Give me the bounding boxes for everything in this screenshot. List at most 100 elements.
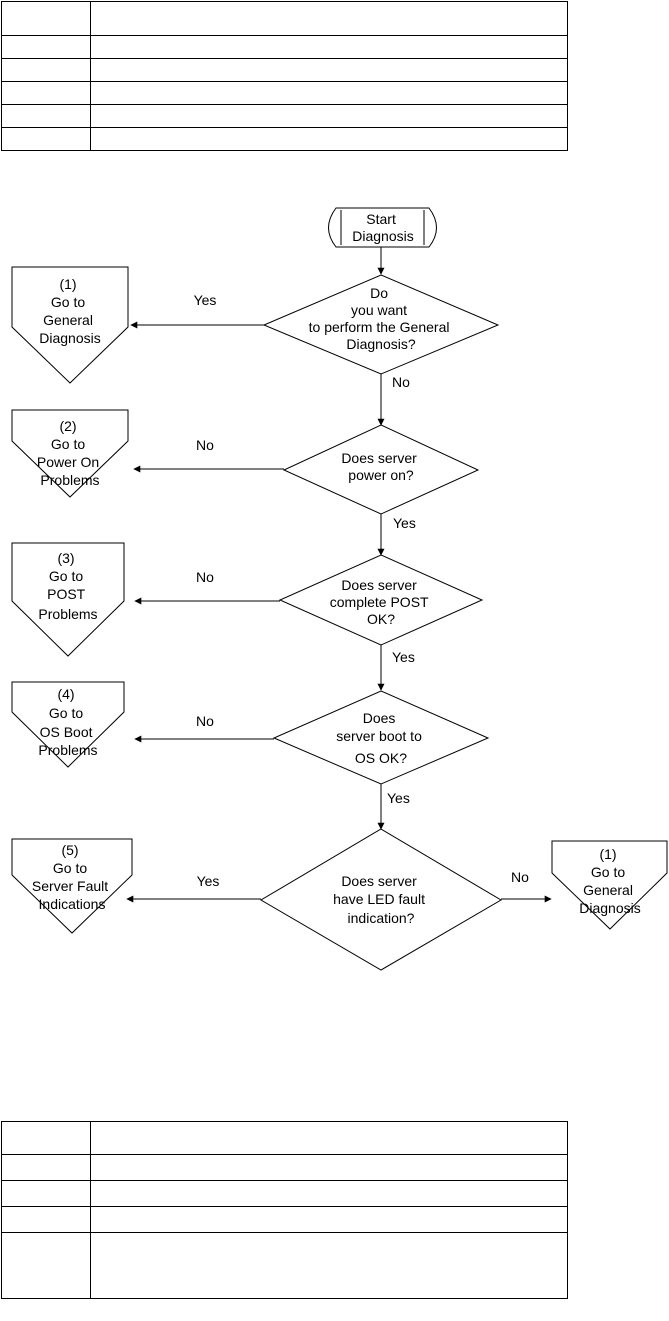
decision-general-line-1: Do — [370, 285, 388, 301]
decision-os-boot: Does server boot to OS OK? — [272, 690, 490, 785]
offpage-post-line-2: Go to — [49, 568, 83, 584]
table-cell — [1, 1154, 91, 1181]
decision-power-line-1: Does server — [341, 450, 417, 466]
offpage-power-label: (2) Go to Power On Problems — [37, 418, 103, 488]
offpage-fault: (5) Go to Server Fault Indications — [11, 838, 133, 934]
offpage-fault-line-3: Server Fault — [32, 878, 108, 894]
decision-post-line-3: OK? — [367, 611, 395, 627]
decision-os-line-2: server boot to — [336, 728, 422, 744]
offpage-os-line-3: OS Boot — [40, 724, 93, 740]
offpage-general-left-line-1: (1) — [59, 276, 76, 292]
offpage-general-right-label: (1) Go to General Diagnosis — [579, 846, 640, 916]
table-cell — [90, 1206, 568, 1233]
decision-led-fault: Does server have LED fault indication? — [260, 828, 502, 971]
table-cell — [1, 1121, 91, 1155]
decision-post-line-2: complete POST — [330, 594, 429, 610]
table-row — [1, 81, 568, 105]
decision-os-label: Does server boot to OS OK? — [336, 710, 426, 766]
table-cell — [1, 1232, 91, 1299]
offpage-general-left: (1) Go to General Diagnosis — [11, 266, 129, 384]
edge-label-power-no: No — [196, 437, 214, 453]
decision-led-line-2: have LED fault — [333, 891, 425, 907]
offpage-general-right-line-3: General — [583, 882, 633, 898]
decision-led-line-1: Does server — [341, 873, 417, 889]
offpage-power-line-2: Go to — [51, 436, 85, 452]
decision-post-label: Does server complete POST OK? — [330, 577, 432, 627]
offpage-fault-label: (5) Go to Server Fault Indications — [32, 842, 112, 912]
start-terminator: Start Diagnosis — [328, 207, 437, 248]
table-cell — [1, 35, 91, 59]
offpage-os-line-2: Go to — [49, 705, 83, 721]
offpage-fault-line-2: Go to — [53, 860, 87, 876]
table-cell — [1, 104, 91, 128]
table-cell — [1, 1206, 91, 1233]
decision-post-line-1: Does server — [341, 577, 417, 593]
offpage-power-line-3: Power On — [37, 454, 99, 470]
start-label-line-2: Diagnosis — [352, 228, 413, 244]
decision-power-line-2: power on? — [348, 467, 414, 483]
table-cell — [90, 1154, 568, 1181]
table-cell — [1, 1180, 91, 1207]
decision-power-label: Does server power on? — [341, 450, 420, 483]
start-label-line-1: Start — [366, 211, 396, 227]
offpage-power-line-1: (2) — [59, 418, 76, 434]
table-cell — [90, 127, 568, 151]
decision-led-line-3: indication? — [348, 910, 415, 926]
table-cell — [90, 1232, 568, 1299]
table-cell — [1, 127, 91, 151]
table-row — [1, 127, 568, 151]
offpage-power-line-4: Problems — [40, 472, 99, 488]
decision-general-line-3: to perform the General — [309, 319, 450, 335]
decision-post: Does server complete POST OK? — [278, 554, 484, 646]
offpage-general-right: (1) Go to General Diagnosis — [551, 840, 668, 930]
offpage-power: (2) Go to Power On Problems — [11, 409, 129, 498]
offpage-general-left-line-2: Go to — [51, 294, 85, 310]
edge-label-led-no: No — [511, 869, 529, 885]
decision-general-diagnosis: Do you want to perform the General Diagn… — [262, 274, 500, 375]
table-cell — [90, 1180, 568, 1207]
decision-os-line-3: OS OK? — [355, 750, 407, 766]
edge-label-power-yes: Yes — [393, 515, 416, 531]
edge-label-general-yes: Yes — [194, 292, 217, 308]
offpage-general-left-label: (1) Go to General Diagnosis — [39, 276, 100, 346]
offpage-general-right-line-4: Diagnosis — [579, 900, 640, 916]
edge-label-post-yes: Yes — [392, 649, 415, 665]
offpage-post: (3) Go to POST Problems — [11, 542, 125, 657]
offpage-general-left-line-3: General — [43, 312, 93, 328]
offpage-post-line-4: Problems — [38, 606, 97, 622]
decision-power-on: Does server power on? — [282, 424, 480, 515]
table-cell — [90, 58, 568, 82]
edge-label-general-no: No — [392, 374, 410, 390]
table-row — [1, 1206, 568, 1233]
bottom-table — [1, 1121, 568, 1299]
edge-label-os-no: No — [196, 713, 214, 729]
table-header-row — [1, 1121, 568, 1155]
offpage-post-label: (3) Go to POST Problems — [38, 550, 97, 622]
table-cell — [90, 1121, 568, 1155]
decision-general-label: Do you want to perform the General Diagn… — [309, 285, 454, 352]
offpage-os-line-1: (4) — [57, 686, 74, 702]
decision-general-line-2: you want — [351, 302, 407, 318]
offpage-post-line-3: POST — [47, 586, 86, 602]
offpage-os: (4) Go to OS Boot Problems — [11, 681, 125, 768]
edge-label-os-yes: Yes — [387, 790, 410, 806]
table-row — [1, 58, 568, 82]
decision-led-label: Does server have LED fault indication? — [333, 873, 429, 926]
start-label: Start Diagnosis — [352, 211, 413, 244]
top-table — [1, 1, 568, 151]
offpage-general-right-line-1: (1) — [599, 846, 616, 862]
decision-general-line-4: Diagnosis? — [346, 336, 415, 352]
table-row — [1, 104, 568, 128]
offpage-general-left-line-4: Diagnosis — [39, 330, 100, 346]
offpage-fault-line-1: (5) — [61, 842, 78, 858]
table-row — [1, 1154, 568, 1181]
offpage-os-label: (4) Go to OS Boot Problems — [38, 686, 97, 758]
edge-label-led-yes: Yes — [197, 873, 220, 889]
decision-os-line-1: Does — [363, 710, 396, 726]
table-row — [1, 1232, 568, 1299]
offpage-os-line-4: Problems — [38, 742, 97, 758]
offpage-post-line-1: (3) — [57, 550, 74, 566]
offpage-general-right-line-2: Go to — [591, 864, 625, 880]
table-row — [1, 1180, 568, 1207]
